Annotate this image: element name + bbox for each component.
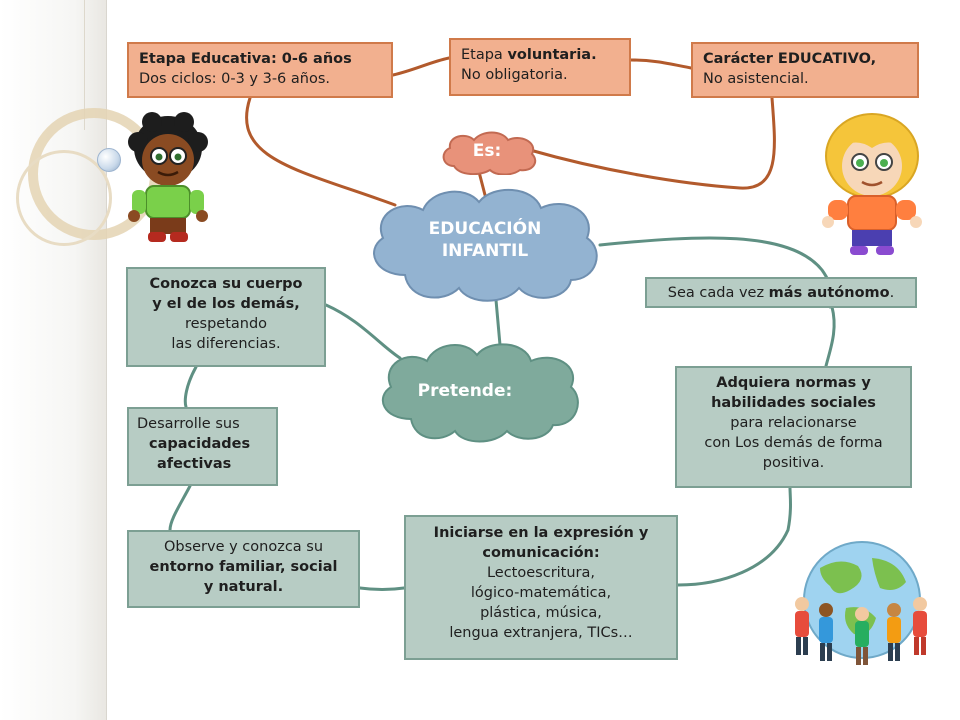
afectivas-line3: afectivas (157, 456, 232, 472)
center-title: EDUCACIÓN INFANTIL (390, 218, 580, 262)
autonomo-post: . (889, 285, 895, 301)
afectivas-line1: Desarrolle sus (137, 416, 240, 432)
normas-box: Adquiera normas y habilidades sociales p… (675, 366, 912, 488)
cuerpo-line3: respetando (184, 316, 268, 332)
etapa-educativa-box: Etapa Educativa: 0-6 años Dos ciclos: 0-… (127, 42, 393, 98)
normas-line3: para relacionarse (730, 415, 857, 431)
boy-clipart-icon (128, 112, 208, 242)
etapa-educativa-title: Etapa Educativa: 0-6 años (139, 51, 352, 67)
cuerpo-box: Conozca su cuerpo y el de los demás, res… (126, 267, 326, 367)
expresion-line5: plástica, música, (480, 605, 602, 621)
autonomo-box: Sea cada vez más autónomo. (645, 277, 917, 308)
center-cloud-shape (373, 189, 598, 302)
normas-line2: habilidades sociales (711, 395, 876, 411)
afectivas-box: Desarrolle sus capacidades afectivas (127, 407, 278, 486)
normas-line1: Adquiera normas y (716, 375, 871, 391)
voluntaria-box: Etapa voluntaria. No obligatoria. (449, 38, 631, 96)
expresion-line3: Lectoescritura, (486, 565, 596, 581)
normas-line5: positiva. (762, 455, 825, 471)
es-label: Es: (472, 141, 502, 161)
caracter-line2: No asistencial. (703, 71, 809, 87)
center-title-line2: INFANTIL (441, 241, 529, 261)
etapa-educativa-ciclos: Dos ciclos: 0-3 y 3-6 años. (139, 71, 331, 87)
center-title-line1: EDUCACIÓN (428, 219, 542, 239)
entorno-line1: Observe y conozca su (163, 539, 324, 555)
globe-children-clipart-icon (795, 541, 927, 665)
autonomo-pre: Sea cada vez (667, 285, 769, 301)
pretende-label: Pretende: (417, 381, 513, 401)
voluntaria-line2: No obligatoria. (461, 67, 568, 83)
voluntaria-post: . (591, 47, 597, 63)
caracter-box: Carácter EDUCATIVO, No asistencial. (691, 42, 919, 98)
voluntaria-bold: voluntaria (507, 47, 592, 63)
cuerpo-line1: Conozca su cuerpo (149, 276, 303, 292)
voluntaria-pre: Etapa (461, 47, 508, 63)
cuerpo-line4: las diferencias. (171, 336, 281, 352)
expresion-line1: Iniciarse en la expresión y (433, 525, 649, 541)
expresion-line2: comunicación: (482, 545, 600, 561)
pretende-cloud-shape (381, 343, 579, 443)
decor-ring-small (16, 150, 112, 246)
expresion-line6: lengua extranjera, TICs… (449, 625, 633, 641)
expresion-box: Iniciarse en la expresión y comunicación… (404, 515, 678, 660)
decor-line (84, 0, 85, 130)
decor-bubble (97, 148, 121, 172)
afectivas-line2: capacidades (149, 436, 251, 452)
caracter-title: Carácter EDUCATIVO, (703, 51, 877, 67)
es-cloud-shape (442, 131, 537, 175)
autonomo-bold: más autónomo (768, 285, 890, 301)
entorno-box: Observe y conozca su entorno familiar, s… (127, 530, 360, 608)
entorno-line3: y natural. (203, 579, 284, 595)
cuerpo-line2: y el de los demás, (152, 296, 300, 312)
normas-line4: con Los demás de forma (704, 435, 883, 451)
expresion-line4: lógico-matemática, (470, 585, 612, 601)
girl-clipart-icon (822, 113, 922, 255)
entorno-line2: entorno familiar, social (149, 559, 338, 575)
